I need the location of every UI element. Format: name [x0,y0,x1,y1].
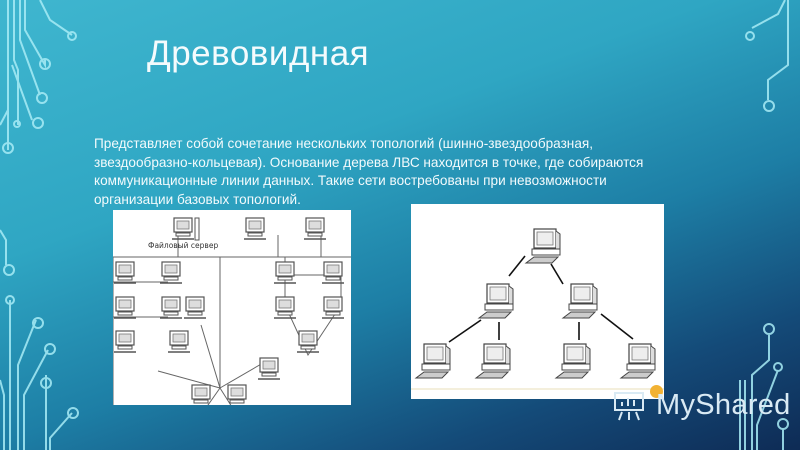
tree-topology-diagram [411,204,664,399]
presentation-board-icon [614,392,644,421]
file-server-label: Файловый сервер [148,241,218,250]
watermark: MyShared [612,385,791,425]
combined-topology-diagram: Файловый сервер [113,210,351,405]
watermark-text: MyShared [656,388,791,421]
accent-dot [650,385,663,398]
slide-body-text: Представляет собой сочетание нескольких … [94,136,644,207]
network-diagram-right [411,228,664,390]
network-diagram-left: Файловый сервер [113,217,351,405]
slide-title: Древовидная [147,34,370,73]
